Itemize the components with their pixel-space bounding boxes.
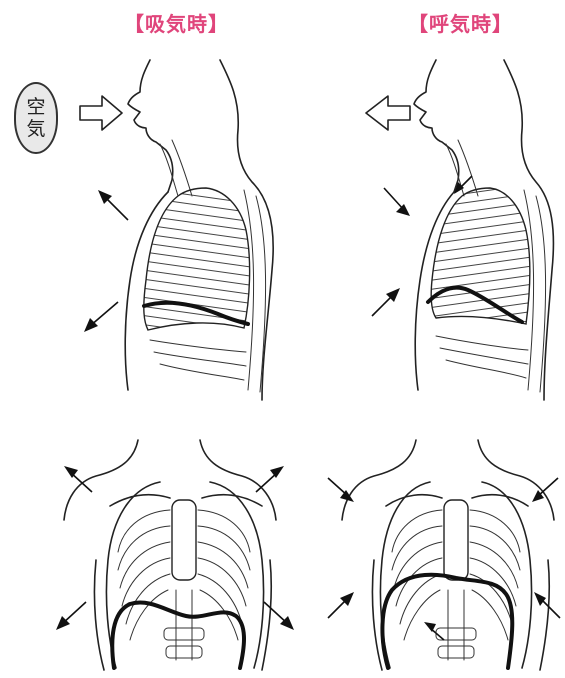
front-exhale-inner-arrow <box>424 622 444 640</box>
side-inhale-head-outline <box>128 60 173 192</box>
front-exhale-upper-right-arrow <box>532 478 558 502</box>
side-exhale-panel <box>366 60 553 400</box>
front-exhale-lower-right-arrow <box>534 592 560 618</box>
front-inhale-upper-right-arrow <box>256 466 284 492</box>
side-inhale-panel <box>80 60 273 400</box>
air-inflow-arrow <box>80 96 122 130</box>
side-exhale-upper-arrow <box>384 188 410 216</box>
side-exhale-lung <box>431 188 530 324</box>
side-inhale-lower-arrow <box>84 302 118 332</box>
front-exhale-panel <box>328 440 560 670</box>
side-inhale-upper-arrow <box>98 190 128 220</box>
front-exhale-upper-left-arrow <box>328 478 354 502</box>
front-inhale-panel <box>56 440 294 670</box>
front-exhale-lower-left-arrow <box>328 592 354 618</box>
air-outflow-arrow <box>366 96 410 130</box>
front-inhale-lower-left-arrow <box>56 602 86 630</box>
side-exhale-head-outline <box>414 60 459 192</box>
side-exhale-lower-arrow <box>372 288 400 316</box>
